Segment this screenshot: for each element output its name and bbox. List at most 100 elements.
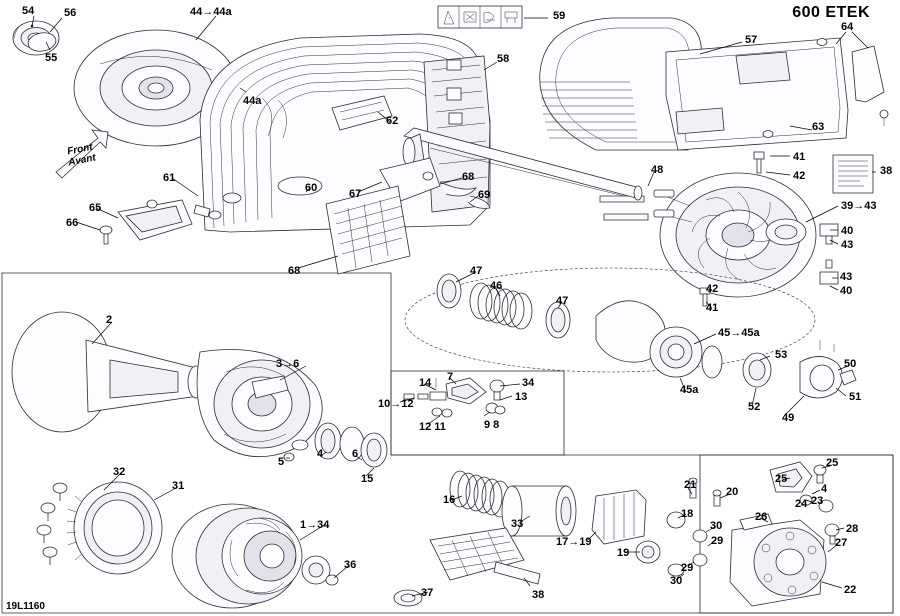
part-54-56-seal xyxy=(12,20,60,56)
callout-c25b: 25 xyxy=(775,473,788,485)
callout-c1_34: 1→34 xyxy=(300,519,330,531)
callout-c30b: 30 xyxy=(670,575,683,587)
callout-c68b: 68 xyxy=(288,265,301,277)
callout-c27: 27 xyxy=(835,537,848,549)
callout-c6: 6 xyxy=(352,448,359,460)
part-38-decal-label xyxy=(832,154,874,194)
callout-c49: 49 xyxy=(782,412,795,424)
callout-c55: 55 xyxy=(45,52,58,64)
callout-c58: 58 xyxy=(497,53,510,65)
callout-c66: 66 xyxy=(66,217,79,229)
front-direction-arrow: Front Avant xyxy=(48,134,112,180)
callout-c63: 63 xyxy=(812,121,825,133)
callout-c24: 24 xyxy=(795,498,808,510)
callout-c30a: 30 xyxy=(710,520,723,532)
callout-c61: 61 xyxy=(163,172,176,184)
callout-c42b: 42 xyxy=(706,283,719,295)
callout-c56: 56 xyxy=(64,7,77,19)
callout-c40a: 40 xyxy=(841,225,854,237)
callout-c3_6: 3→6 xyxy=(276,358,300,370)
inset-parts-7-14 xyxy=(403,377,506,418)
callout-c4: 4 xyxy=(317,448,324,460)
callout-c18: 18 xyxy=(681,508,694,520)
callout-c45_45a: 45→45a xyxy=(718,327,760,339)
callout-c32: 32 xyxy=(113,466,126,478)
callout-c52: 52 xyxy=(748,401,761,413)
part-59-decal xyxy=(437,5,523,29)
callout-c42a: 42 xyxy=(793,170,806,182)
callout-c5: 5 xyxy=(278,456,285,468)
callout-c65: 65 xyxy=(89,202,102,214)
callout-c38a: 38 xyxy=(880,165,893,177)
callout-c19a: 19 xyxy=(617,547,630,559)
callout-c40b: 40 xyxy=(840,285,853,297)
callout-c54: 54 xyxy=(22,5,35,17)
callout-c20: 20 xyxy=(726,486,739,498)
callout-c31: 31 xyxy=(172,480,185,492)
parts-37-38-plate xyxy=(429,527,541,585)
part-31-ring-gear xyxy=(36,481,163,575)
callout-c13: 13 xyxy=(515,391,528,403)
callout-c53: 53 xyxy=(775,349,788,361)
callout-c59: 59 xyxy=(553,10,566,22)
callout-c38b: 38 xyxy=(532,589,545,601)
parts-16-33-spring-sleeve xyxy=(449,470,577,537)
callout-c17_19: 17→19 xyxy=(556,536,592,548)
callout-c41b: 41 xyxy=(706,302,719,314)
callout-c62: 62 xyxy=(386,115,399,127)
callout-c29b: 29 xyxy=(681,562,694,574)
callout-c15: 15 xyxy=(361,473,374,485)
callout-c69: 69 xyxy=(478,189,491,201)
part-44-pulley-disc xyxy=(73,29,252,147)
callout-c2: 2 xyxy=(106,314,113,326)
leader-lines xyxy=(30,15,876,597)
part-57-belt-guard xyxy=(539,17,702,151)
callout-c43a: 43 xyxy=(841,239,854,251)
parts-17-21 xyxy=(591,477,722,577)
shaft-and-supports xyxy=(99,95,643,275)
callout-c33: 33 xyxy=(511,518,524,530)
fasteners-41-42-40-43 xyxy=(699,151,839,307)
callout-c12_11: 12 11 xyxy=(419,421,446,433)
callout-c10_12: 10→12 xyxy=(378,398,414,410)
callout-c41a: 41 xyxy=(793,151,806,163)
callout-c14: 14 xyxy=(419,377,432,389)
part-1-34-drive-clutch xyxy=(171,503,423,609)
callout-c68a: 68 xyxy=(462,171,475,183)
callout-c22: 22 xyxy=(844,584,857,596)
front-arrow-shape xyxy=(55,129,109,179)
part-39-43-driven-pulley xyxy=(599,172,817,298)
callout-c23: 23 xyxy=(811,495,824,507)
callout-c47b: 47 xyxy=(556,295,569,307)
callout-c34a: 34 xyxy=(522,377,535,389)
callout-c43b: 43 xyxy=(840,271,853,283)
callout-c48: 48 xyxy=(651,164,664,176)
callout-c47a: 47 xyxy=(470,265,483,277)
bolts-32 xyxy=(36,482,68,565)
callout-c36: 36 xyxy=(344,559,357,571)
part-2-drive-pulley xyxy=(11,311,388,468)
callout-c44_44a: 44→44a xyxy=(190,6,232,18)
callout-c37: 37 xyxy=(421,587,434,599)
callout-c16: 16 xyxy=(443,494,456,506)
callout-c46: 46 xyxy=(490,280,503,292)
part-63-64-panel xyxy=(665,37,889,151)
callout-c39_43: 39→43 xyxy=(841,200,877,212)
document-code: 19L1160 xyxy=(6,601,45,612)
callout-c28: 28 xyxy=(846,523,859,535)
callout-c64: 64 xyxy=(841,21,854,33)
callout-c50: 50 xyxy=(844,358,857,370)
page-title: 600 ETEK xyxy=(792,4,870,21)
callout-c45a: 45a xyxy=(680,384,699,396)
parts-46-47-springs xyxy=(404,267,857,399)
callout-c4b: 4 xyxy=(821,483,828,495)
callout-c26: 26 xyxy=(755,511,768,523)
callout-c7: 7 xyxy=(447,371,454,383)
callout-c57: 57 xyxy=(745,34,758,46)
callout-c29a: 29 xyxy=(711,535,724,547)
callout-c67: 67 xyxy=(349,188,362,200)
callout-c51: 51 xyxy=(849,391,862,403)
callout-c44a_2: 44a xyxy=(243,95,262,107)
